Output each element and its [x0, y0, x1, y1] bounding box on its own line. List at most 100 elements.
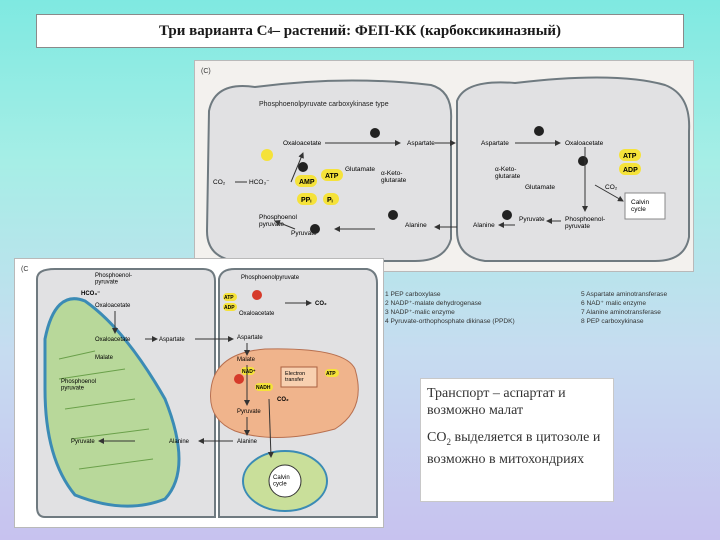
pi-circle-left: [261, 149, 273, 161]
legend-item: 5 Aspartate aminotransferase: [581, 291, 668, 298]
enzyme-7-circle-right: [502, 210, 512, 220]
note-box: Транспорт – аспартат и возможно малат СО…: [420, 378, 614, 502]
label-pi: Pᵢ: [327, 197, 333, 204]
label-co2-mito: CO₂: [277, 397, 289, 403]
label-co2-left: CO₂: [213, 179, 226, 186]
label-aspartate-mes: Aspartate: [159, 337, 185, 343]
label-glutamate-right: Glutamate: [525, 184, 555, 191]
label-alanine-mes: Alanine: [169, 439, 190, 445]
label-pyruvate-chl: Pyruvate: [71, 439, 95, 445]
atp-pill-right: [619, 149, 641, 161]
nad-pill: [241, 367, 255, 375]
legend-column-right: 5 Aspartate aminotransferase 6 NAD⁺ mali…: [581, 290, 720, 326]
label-pyruvate-left: Pyruvate: [291, 230, 317, 237]
nad-me-pathway-figure: (C Phosphoenol-pyruvate HCO₃⁻ Oxaloaceta…: [14, 258, 384, 528]
enzyme-1-circle: [298, 162, 308, 172]
label-adp-right: ADP: [623, 167, 638, 174]
note-co2-suffix: выделяется в цитозоле и возможно в митох…: [427, 430, 601, 467]
label-ppi: PPᵢ: [301, 197, 311, 204]
label-atp-mito: ATP: [326, 371, 336, 377]
label-malate-chl: Malate: [95, 355, 114, 361]
label-atp-left: ATP: [325, 173, 339, 180]
label-akg-right: α-Keto-glutarate: [495, 166, 521, 180]
atp-pill-bs: [223, 293, 237, 301]
nadh-pill: [255, 383, 273, 391]
enzyme-8-circle: [578, 156, 588, 166]
pi-pill: [323, 193, 339, 205]
label-oxaloacetate-bs: Oxaloacetate: [239, 311, 275, 317]
legend-item: 6 NAD⁺ malic enzyme: [581, 300, 647, 307]
label-pyruvate-bs: Pyruvate: [237, 409, 261, 415]
legend-item: 3 NADP⁺-malic enzyme: [385, 309, 455, 316]
enzyme-4-circle: [310, 224, 320, 234]
adp-pill-right: [619, 163, 641, 175]
pepck-pathway-figure: (C) Phosphoenolpyruvate carboxykinase ty…: [194, 60, 694, 272]
label-malate-bs: Malate: [237, 357, 256, 363]
arrow-co2-calvin-bs: [267, 398, 274, 458]
label-glutamate-left: Glutamate: [345, 166, 375, 173]
enzyme-8-circle-bs: [252, 290, 262, 300]
enzyme-5-circle-left: [370, 128, 380, 138]
atp-pill-left: [321, 169, 343, 181]
label-atp-right: ATP: [623, 153, 637, 160]
adp-pill-bs: [223, 303, 237, 311]
thylakoid-lines: [58, 350, 154, 470]
label-amp: AMP: [299, 179, 315, 186]
label-pep-top: Phosphoenol-pyruvate: [95, 273, 132, 286]
pepck-pathway-svg: (C) Phosphoenolpyruvate carboxykinase ty…: [201, 68, 691, 262]
label-hco3-bottom: HCO₃⁻: [81, 291, 100, 297]
electron-transfer-box: [280, 366, 318, 388]
bundle-sheath-cell-top: [456, 76, 691, 262]
calvin-cycle-box-top: [624, 192, 666, 220]
label-alanine-bs: Alanine: [237, 439, 258, 445]
legend-item: 1 PEP carboxylase: [385, 291, 441, 298]
label-aspartate-left: Aspartate: [407, 140, 435, 147]
legend-item: 2 NADP⁺-malate dehydrogenase: [385, 300, 482, 307]
label-pep-right: Phosphoenol-pyruvate: [565, 216, 605, 230]
note-transport: Транспорт – аспартат и возможно малат: [427, 386, 566, 418]
enzyme-legend: 1 PEP carboxylase 2 NADP⁺-malate dehydro…: [385, 290, 695, 344]
mitochondrion: [210, 348, 359, 439]
label-oxaloacetate-right: Oxaloacetate: [565, 140, 604, 147]
arrow-co2-calvin: [594, 184, 624, 202]
label-alanine-left: Alanine: [405, 222, 427, 229]
enzyme-6-circle-bs: [234, 374, 244, 384]
label-oxaloacetate-left: Oxaloacetate: [283, 140, 322, 147]
label-nadh: NADH: [256, 385, 271, 391]
amp-pill: [295, 175, 317, 187]
label-pep-bs: Phosphoenolpyruvate: [241, 275, 300, 281]
note-co2-prefix: СО: [427, 430, 447, 445]
nad-me-pathway-svg: (C Phosphoenol-pyruvate HCO₃⁻ Oxaloaceta…: [21, 266, 378, 518]
legend-item: 7 Alanine aminotransferase: [581, 309, 661, 316]
arrow-pyr-pep: [274, 220, 296, 230]
ppi-pill: [297, 193, 317, 205]
title-suffix: – растений: ФЕП-КК (карбоксикиназный): [272, 22, 562, 39]
legend-column-left: 1 PEP carboxylase 2 NADP⁺-malate dehydro…: [385, 290, 535, 326]
label-co2-right: CO₂: [605, 184, 618, 191]
label-alanine-right: Alanine: [473, 222, 495, 229]
label-aspartate-right: Aspartate: [481, 140, 509, 147]
enzyme-5-circle-right: [534, 126, 544, 136]
note-co2-sub: 2: [446, 436, 451, 447]
title-prefix: Три варианта С: [158, 22, 268, 39]
arrow-hco3-oaa: [290, 152, 304, 183]
note-co2: СО2 выделяется в цитозоле и возможно в м…: [427, 429, 607, 468]
label-nad: NAD⁺: [242, 369, 256, 375]
label-adp-bs: ADP: [224, 305, 235, 311]
label-oxaloacetate-mes: Oxaloacetate: [95, 303, 131, 309]
label-pyruvate-right: Pyruvate: [519, 216, 545, 223]
label-hco3: HCO₃⁻: [249, 179, 270, 186]
panel-label-c: (C): [201, 68, 211, 75]
label-co2-bs: CO₂: [315, 301, 327, 307]
enzyme-7-circle-left: [388, 210, 398, 220]
title-subscript: 4: [267, 25, 273, 37]
legend-item: 8 PEP carboxykinase: [581, 318, 644, 325]
legend-item: 4 Pyruvate-orthophosphate dikinase (PPDK…: [385, 318, 515, 325]
pepck-heading: Phosphoenolpyruvate carboxykinase type: [259, 101, 389, 108]
